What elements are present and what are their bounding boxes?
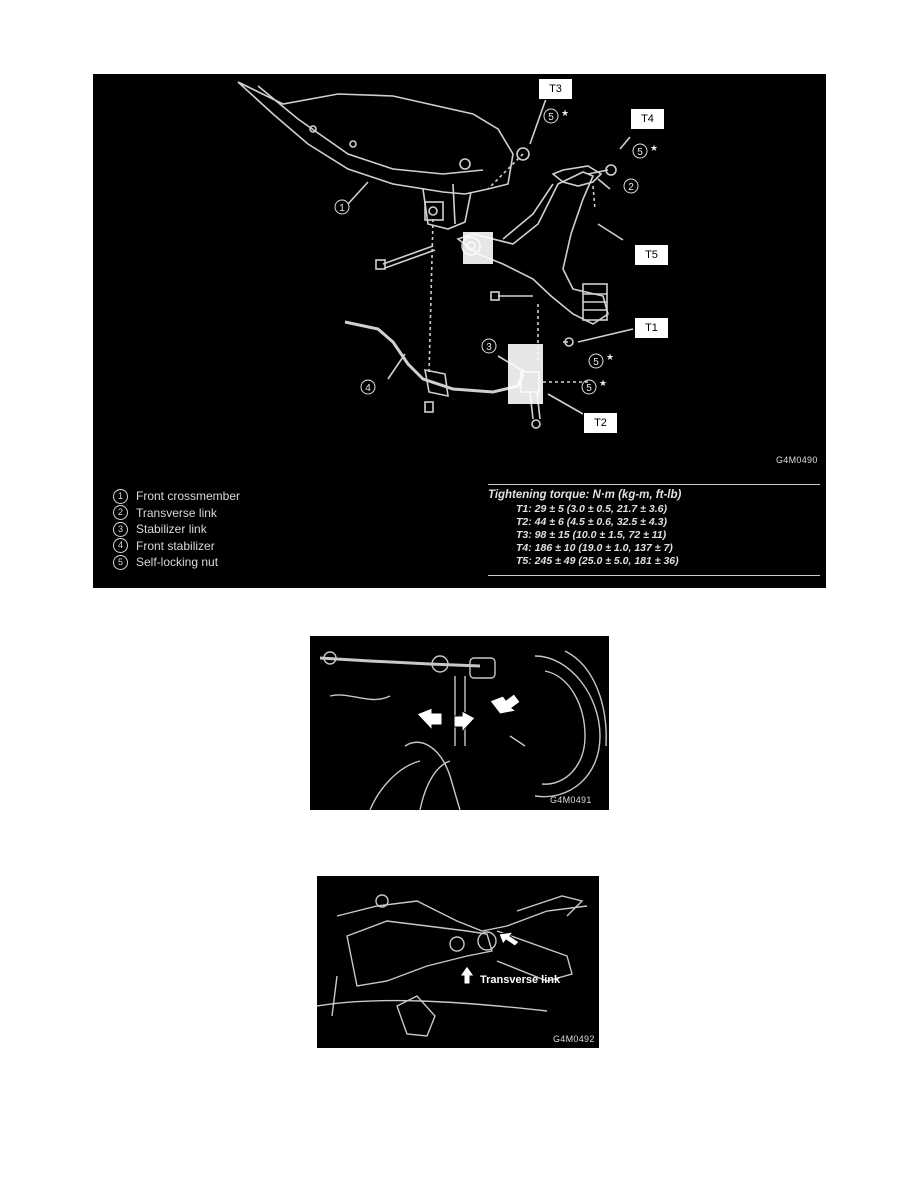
suspension-exploded-diagram: 1 2 3 4 5 5 5 5 ★ ★ ★ ★ T3 T4 T5 T1 T2 G… (93, 74, 826, 588)
torque-tag-t5: T5 (634, 244, 669, 266)
torque-tag-t2: T2 (583, 412, 618, 434)
figure-code: G4M0490 (776, 455, 818, 465)
torque-row: T5: 245 ± 49 (25.0 ± 5.0, 181 ± 36) (516, 555, 679, 567)
torque-row: T3: 98 ± 15 (10.0 ± 1.5, 72 ± 11) (516, 529, 667, 541)
torque-spec-table: Tightening torque: N·m (kg-m, ft-lb) T1:… (488, 484, 820, 576)
star-mark: ★ (599, 378, 607, 388)
stabilizer-link-photo: G4M0491 (310, 636, 609, 810)
part-4-marker (360, 379, 376, 395)
torque-title: Tightening torque: N·m (kg-m, ft-lb) (488, 489, 682, 501)
figure-code: G4M0492 (553, 1034, 595, 1044)
torque-tag-t3: T3 (538, 78, 573, 100)
part-number-5d: 5 (586, 383, 592, 394)
part-1-marker (334, 199, 350, 215)
arrow-icon (459, 965, 475, 985)
part-number-1: 1 (339, 203, 345, 214)
transverse-link-callout: Transverse link (480, 974, 561, 986)
torque-tag-t1: T1 (634, 317, 669, 339)
star-mark: ★ (650, 143, 658, 153)
torque-row: T4: 186 ± 10 (19.0 ± 1.0, 137 ± 7) (516, 542, 673, 554)
figure-code: G4M0491 (550, 795, 592, 805)
part-3-marker (481, 338, 497, 354)
stabilizer-link-line-art (319, 650, 607, 810)
part-number-5c: 5 (593, 357, 599, 368)
torque-row: T2: 44 ± 6 (4.5 ± 0.6, 32.5 ± 4.3) (516, 516, 667, 528)
torque-tag-t4: T4 (630, 108, 665, 130)
part-number-2: 2 (628, 182, 634, 193)
part-number-4: 4 (365, 383, 371, 394)
arrow-icon (416, 707, 443, 732)
transverse-link-outline (456, 171, 609, 325)
star-mark: ★ (561, 108, 569, 118)
transverse-link-photo: Transverse link G4M0492 (317, 876, 599, 1048)
crossmember-inner (257, 85, 484, 175)
arrow-icon (453, 710, 476, 734)
part-number-5a: 5 (548, 112, 554, 123)
part-2-marker (623, 178, 639, 194)
part-number-3: 3 (486, 342, 492, 353)
transverse-link-line-art (317, 894, 588, 1037)
arrow-icon (489, 693, 521, 715)
torque-row: T1: 29 ± 5 (3.0 ± 0.5, 21.7 ± 3.6) (516, 503, 667, 515)
part-number-5b: 5 (637, 147, 643, 158)
star-mark: ★ (606, 352, 614, 362)
arrow-icon (498, 931, 520, 947)
suspension-line-art: 1 2 3 4 5 5 5 5 ★ ★ ★ ★ (237, 81, 658, 429)
crossmember-outline (237, 81, 514, 195)
